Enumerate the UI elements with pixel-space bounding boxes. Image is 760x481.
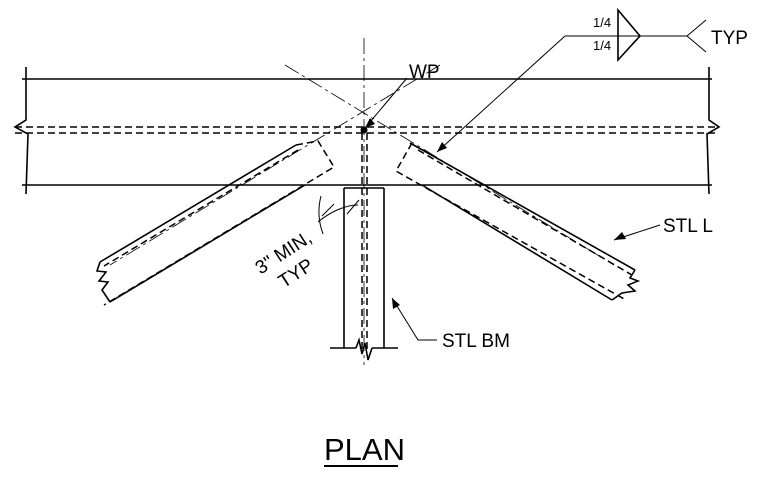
min-clearance-dimension bbox=[317, 195, 360, 235]
weld-typ-note: TYP bbox=[711, 28, 748, 49]
right-break-line bbox=[706, 67, 721, 195]
main-beam bbox=[13, 67, 721, 195]
min-clearance-note: 3" MIN, TYP bbox=[252, 227, 318, 292]
left-break-line bbox=[13, 67, 29, 195]
leaders bbox=[364, 35, 661, 341]
stl-bm-label: STL BM bbox=[442, 331, 510, 352]
weld-symbol: 1/4 1/4 TYP bbox=[565, 7, 748, 63]
weld-size-bottom: 1/4 bbox=[593, 38, 611, 53]
drawing-title: PLAN bbox=[324, 432, 405, 467]
wp-label: WP bbox=[409, 62, 440, 83]
work-point-dot bbox=[360, 126, 368, 134]
right-angle-brace bbox=[394, 142, 641, 301]
stl-l-label: STL L bbox=[663, 216, 713, 237]
weld-size-top: 1/4 bbox=[593, 15, 611, 30]
left-angle-brace bbox=[95, 140, 336, 306]
steel-beam-stub bbox=[330, 133, 398, 361]
